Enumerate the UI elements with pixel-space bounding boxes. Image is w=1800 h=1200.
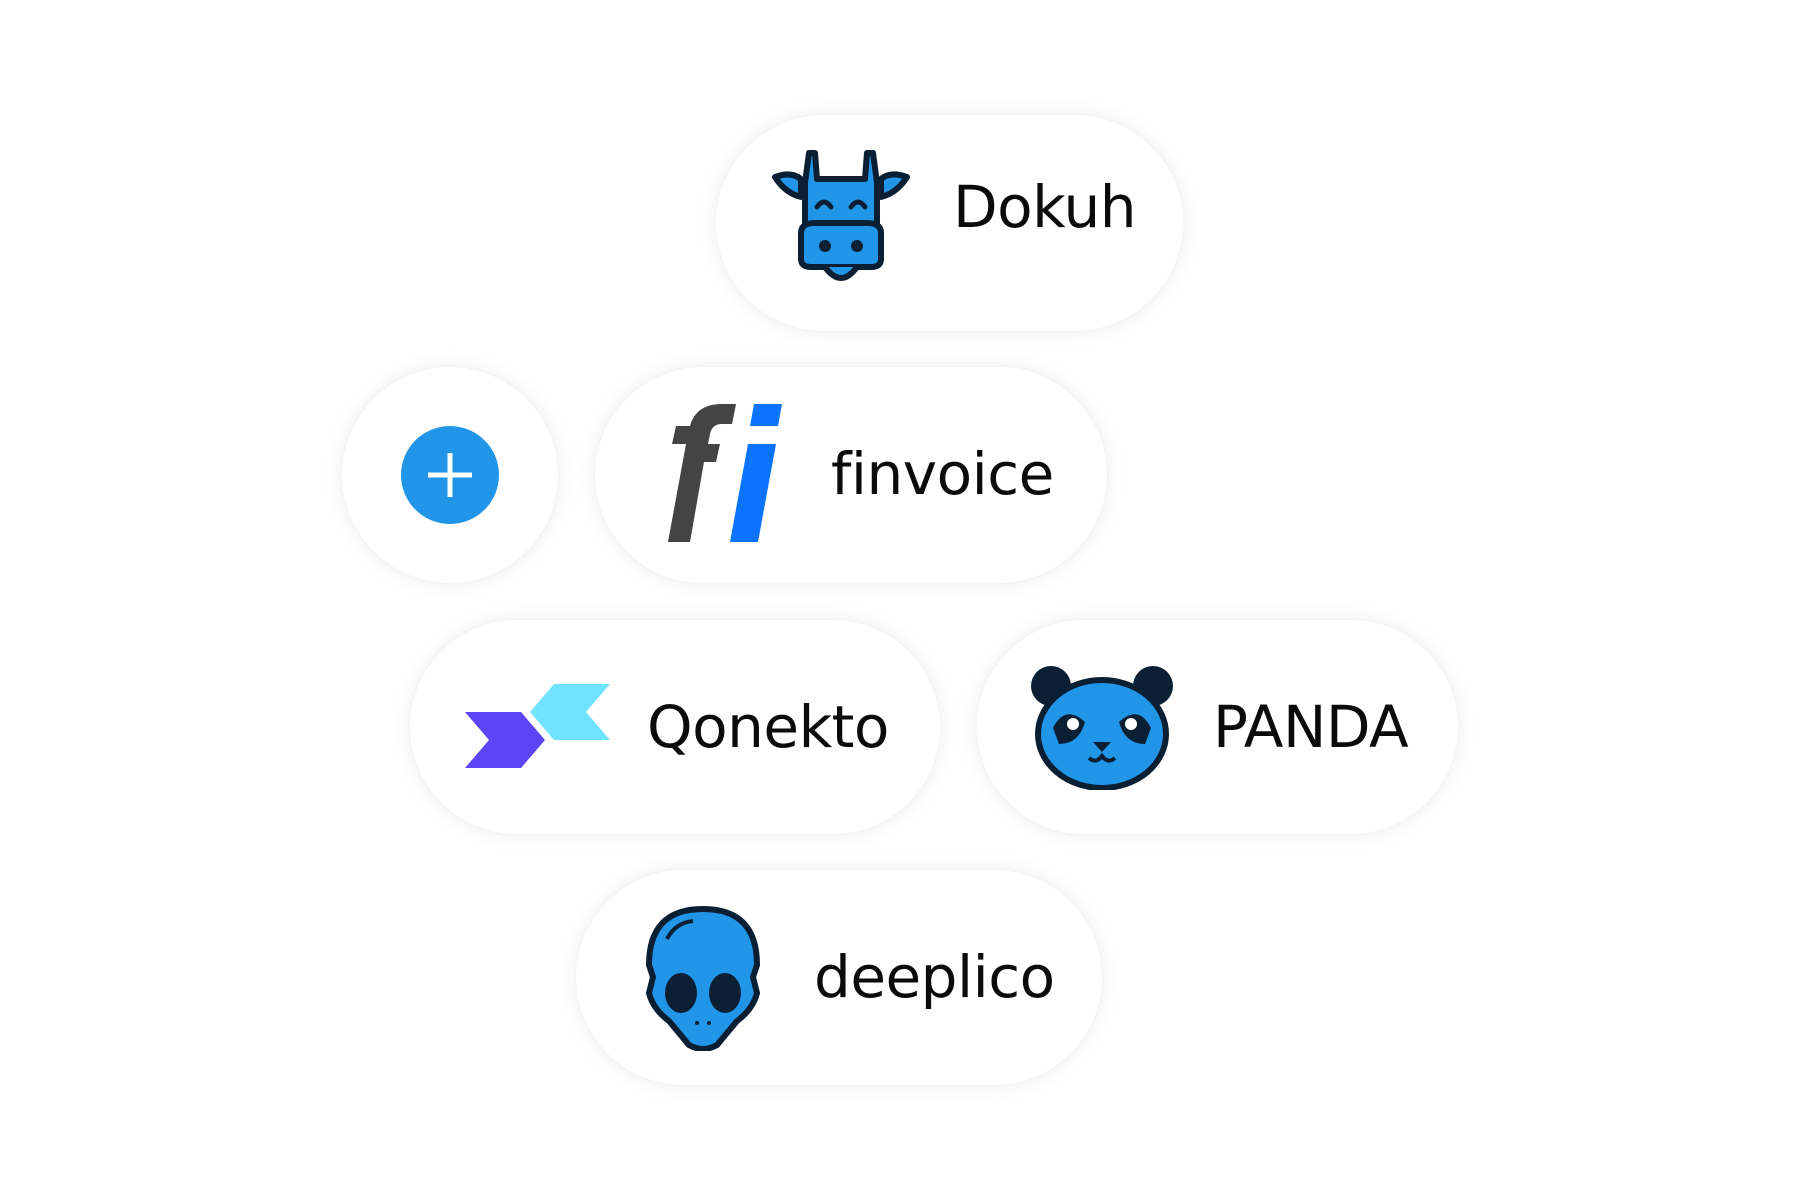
alien-icon [645, 905, 761, 1051]
integration-qonekto[interactable]: Qonekto [410, 620, 940, 834]
add-integration-button[interactable] [342, 367, 558, 583]
plus-icon [401, 426, 499, 524]
integration-panda[interactable]: PANDA [977, 620, 1458, 834]
integration-label: deeplico [814, 943, 1055, 1011]
integration-dokuh[interactable]: Dokuh [716, 115, 1183, 331]
fi-logo-icon [668, 404, 782, 542]
integration-label: Qonekto [647, 693, 889, 761]
chevrons-logo-icon [465, 684, 610, 768]
integration-finvoice[interactable]: finvoice [595, 367, 1107, 583]
integration-deeplico[interactable]: deeplico [576, 870, 1102, 1085]
panda-icon [1031, 666, 1173, 790]
integration-label: finvoice [831, 440, 1054, 508]
integration-label: PANDA [1213, 693, 1409, 761]
cow-icon [772, 150, 910, 281]
integration-label: Dokuh [953, 173, 1136, 241]
